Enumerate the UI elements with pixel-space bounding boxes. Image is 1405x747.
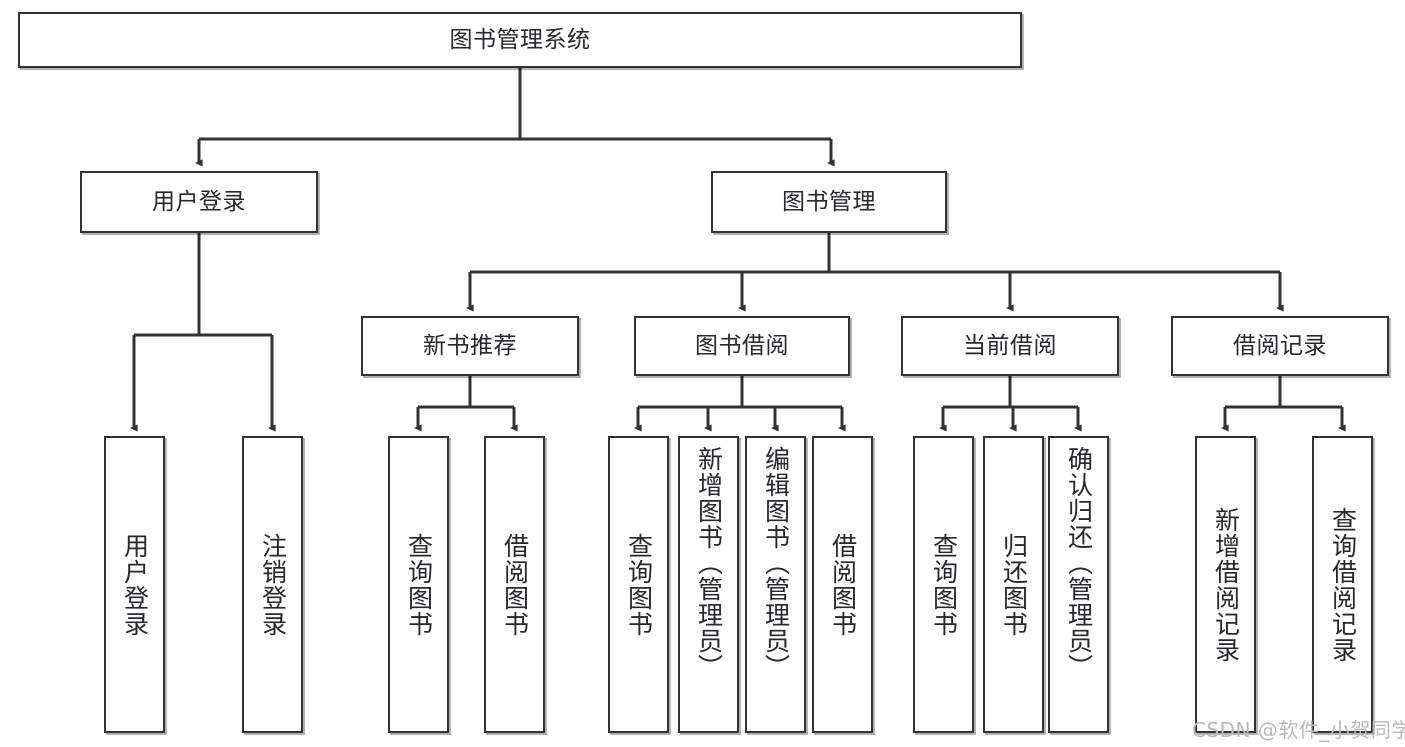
node-borrow-records-label: 借阅记录	[1233, 332, 1327, 359]
watermark: CSDN @软件_小贺同学	[1192, 718, 1405, 742]
leaf-query-borrow-record-label: 查询借阅记录	[1328, 506, 1358, 663]
leaf-user-login-label: 用户登录	[120, 532, 150, 637]
leaf-confirm-return-label: 确认归还（管理员）	[1064, 446, 1094, 680]
node-root[interactable]: 图书管理系统	[18, 12, 1022, 68]
leaf-logout-label: 注销登录	[258, 532, 288, 637]
leaf-edit-book[interactable]: 编辑图书（管理员）	[745, 436, 806, 733]
node-root-label: 图书管理系统	[449, 26, 591, 53]
node-book-borrow[interactable]: 图书借阅	[634, 316, 850, 376]
leaf-return-book[interactable]: 归还图书	[983, 436, 1044, 733]
node-book-management-label: 图书管理	[782, 188, 876, 215]
node-book-borrow-label: 图书借阅	[695, 332, 789, 359]
leaf-return-book-label: 归还图书	[999, 532, 1029, 637]
leaf-edit-book-label: 编辑图书（管理员）	[761, 446, 791, 680]
leaf-borrow-book[interactable]: 借阅图书	[812, 436, 873, 733]
leaf-add-book-label: 新增图书（管理员）	[694, 446, 724, 680]
node-current-borrow[interactable]: 当前借阅	[901, 316, 1119, 376]
leaf-logout[interactable]: 注销登录	[242, 436, 303, 733]
leaf-add-borrow-record[interactable]: 新增借阅记录	[1195, 436, 1256, 733]
leaf-add-book[interactable]: 新增图书（管理员）	[678, 436, 739, 733]
leaf-borrow-book-recommend-label: 借阅图书	[500, 532, 530, 637]
leaf-borrow-book-label: 借阅图书	[828, 532, 858, 637]
node-borrow-records[interactable]: 借阅记录	[1171, 316, 1389, 376]
node-user-login-label: 用户登录	[152, 188, 246, 215]
leaf-query-book-borrow-label: 查询图书	[624, 532, 654, 637]
leaf-borrow-book-recommend[interactable]: 借阅图书	[484, 436, 545, 733]
leaf-add-borrow-record-label: 新增借阅记录	[1211, 506, 1241, 663]
node-new-book-recommend[interactable]: 新书推荐	[361, 316, 579, 376]
leaf-confirm-return[interactable]: 确认归还（管理员）	[1048, 436, 1109, 733]
leaf-query-borrow-record[interactable]: 查询借阅记录	[1312, 436, 1373, 733]
node-book-management[interactable]: 图书管理	[711, 171, 947, 233]
leaf-query-book-current[interactable]: 查询图书	[913, 436, 974, 733]
leaf-query-book-recommend-label: 查询图书	[404, 532, 434, 637]
leaf-user-login[interactable]: 用户登录	[104, 436, 165, 733]
leaf-query-book-current-label: 查询图书	[929, 532, 959, 637]
leaf-query-book-borrow[interactable]: 查询图书	[608, 436, 669, 733]
leaf-query-book-recommend[interactable]: 查询图书	[388, 436, 449, 733]
node-current-borrow-label: 当前借阅	[963, 332, 1057, 359]
node-user-login[interactable]: 用户登录	[80, 171, 318, 233]
node-new-book-recommend-label: 新书推荐	[423, 332, 517, 359]
